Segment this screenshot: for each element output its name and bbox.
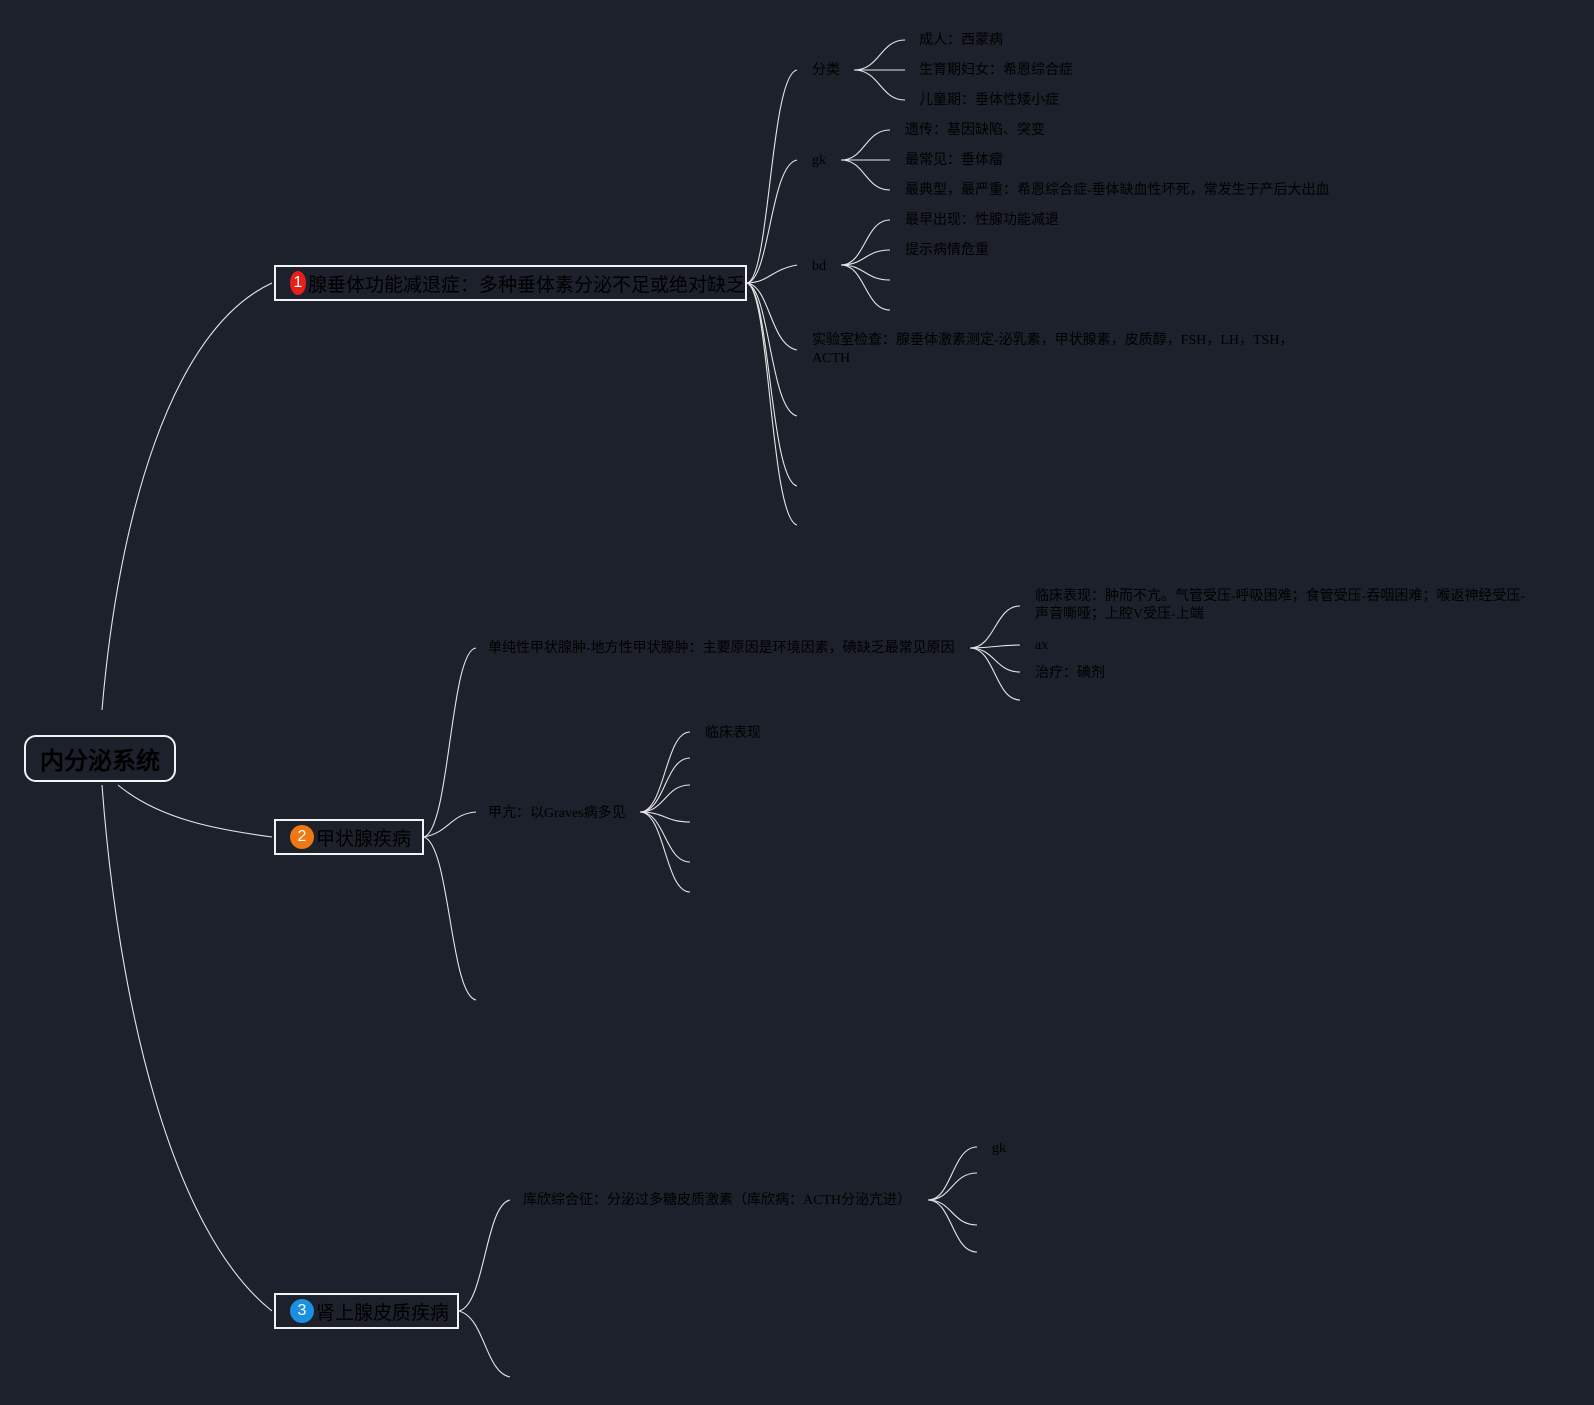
- topic-item[interactable]: 成人：西蒙病: [919, 33, 1003, 48]
- topic-cushing[interactable]: 库欣综合征：分泌过多糖皮质激素（库欣病：ACTH分泌亢进）: [523, 1193, 912, 1208]
- topic-item[interactable]: 治疗：碘剂: [1035, 666, 1105, 681]
- priority-1-icon: 1: [290, 271, 306, 295]
- topic-item[interactable]: 临床表现：肿而不亢。气管受压-呼吸困难；食管受压-吞咽困难；喉返神经受压-声音嘶…: [1035, 589, 1525, 622]
- topic-item[interactable]: 临床表现: [705, 726, 761, 741]
- topic-item[interactable]: 遗传：基因缺陷、突变: [905, 123, 1045, 138]
- branch-node-pituitary[interactable]: 1 腺垂体功能减退症：多种垂体素分泌不足或绝对缺乏: [274, 265, 747, 301]
- branch-label: 甲状腺疾病: [316, 828, 412, 850]
- topic-item[interactable]: 最早出现：性腺功能减退: [905, 213, 1059, 228]
- priority-3-icon: 3: [290, 1299, 314, 1323]
- link-root-b1: [101, 282, 273, 711]
- branch-label: 肾上腺皮质疾病: [316, 1302, 450, 1324]
- priority-2-icon: 2: [290, 825, 314, 849]
- branch-node-thyroid[interactable]: 2 甲状腺疾病: [274, 819, 424, 855]
- topic-bd[interactable]: bd: [812, 259, 826, 274]
- root-label: 内分泌系统: [40, 748, 160, 775]
- topic-classification[interactable]: 分类: [812, 63, 840, 78]
- topic-gk[interactable]: gk: [812, 153, 826, 168]
- topic-hyperthyroidism[interactable]: 甲亢：以Graves病多见: [488, 806, 626, 821]
- branch-label: 腺垂体功能减退症：多种垂体素分泌不足或绝对缺乏: [307, 274, 745, 296]
- topic-item[interactable]: ax: [1035, 638, 1049, 653]
- link-root-b3: [101, 784, 273, 1312]
- branch-node-adrenal[interactable]: 3 肾上腺皮质疾病: [274, 1293, 459, 1329]
- topic-item[interactable]: 提示病情危重: [905, 243, 989, 258]
- link-root-b2: [117, 784, 273, 838]
- topic-item[interactable]: 最典型，最严重：希恩综合症-垂体缺血性坏死，常发生于产后大出血: [905, 183, 1330, 198]
- topic-item[interactable]: 生育期妇女：希恩综合症: [919, 63, 1073, 78]
- topic-item[interactable]: gk: [992, 1141, 1006, 1156]
- topic-item[interactable]: 儿童期：垂体性矮小症: [919, 93, 1059, 108]
- root-node[interactable]: 内分泌系统: [24, 735, 176, 782]
- topic-item[interactable]: 最常见：垂体瘤: [905, 153, 1003, 168]
- topic-simple-goiter[interactable]: 单纯性甲状腺肿-地方性甲状腺肿：主要原因是环境因素，碘缺乏最常见原因: [488, 641, 955, 656]
- topic-lab-test[interactable]: 实验室检查：腺垂体激素测定-泌乳素，甲状腺素，皮质醇，FSH，LH，TSH，AC…: [812, 333, 1294, 366]
